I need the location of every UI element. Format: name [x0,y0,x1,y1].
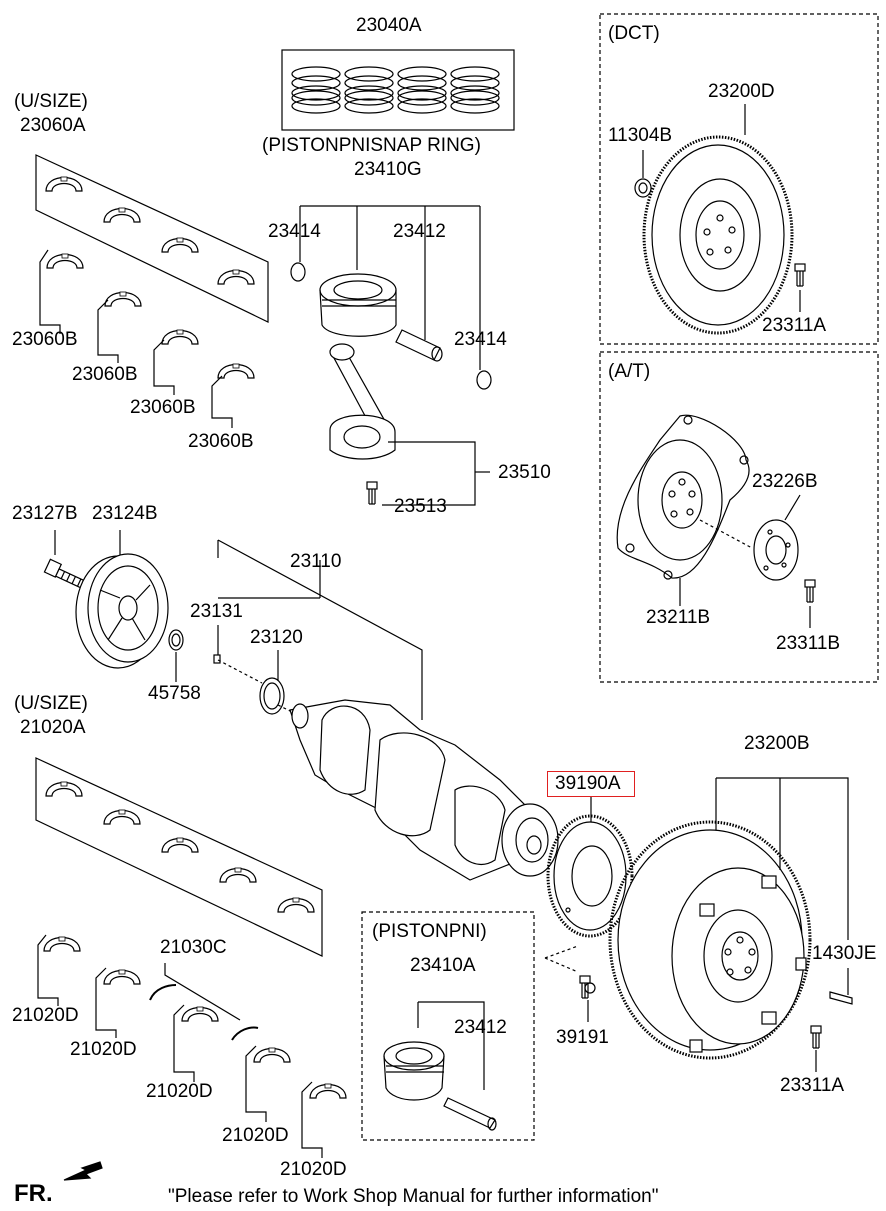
footer-note: "Please refer to Work Shop Manual for fu… [168,1186,659,1207]
part-label: 21020D [70,1039,137,1060]
part-label: (A/T) [608,361,651,382]
at-flexplate-box [599,351,879,683]
part-label: 21030C [160,937,227,958]
part-label: 23510 [498,462,551,483]
part-label: 21020D [12,1005,79,1026]
part-label: (U/SIZE) [14,693,88,714]
part-label: 21020A [20,717,86,738]
part-label: (PISTONPNI) [372,921,487,942]
part-label: 23131 [190,601,243,622]
flywheel-manual [608,777,853,1072]
part-label: 23110 [290,551,342,572]
part-label: 23412 [454,1017,507,1038]
upper-bearings-group [35,154,269,428]
part-label: 23124B [92,503,158,524]
part-label: 23226B [752,471,818,492]
part-label: 23060B [188,431,254,452]
part-label: 23127B [12,503,78,524]
part-label: 23311A [780,1075,845,1096]
part-label: (PISTONPNISNAP RING) [262,135,481,156]
damper-pulley [43,530,184,682]
part-label: (DCT) [608,23,660,44]
piston-assembly-top [290,205,492,506]
part-label: 23410G [354,159,422,180]
part-label: 23412 [393,221,446,242]
part-label: 23060B [12,329,78,350]
part-label: 23311B [776,633,841,654]
lower-bearings-group [35,757,347,1158]
dct-flywheel-box [599,13,879,345]
part-label: 23513 [394,496,447,517]
part-label: 23060B [130,397,196,418]
piston-ring-set [281,49,515,131]
part-label: 23200B [744,733,810,754]
part-label: 23211B [646,607,711,628]
part-label: 23311A [762,315,827,336]
part-label: 23040A [356,15,422,36]
part-label: 23060A [20,115,86,136]
part-label: 39191 [556,1027,609,1048]
front-direction-label: FR. [14,1180,53,1207]
crankshaft [213,539,559,881]
part-label-highlighted[interactable]: 39190A [555,773,621,794]
part-label: 21020D [280,1159,347,1180]
part-label: 23120 [250,627,303,648]
part-label: 21020D [222,1125,289,1146]
part-label: 23200D [708,81,775,102]
front-arrow-icon [63,1161,103,1181]
highlight-box [547,771,635,797]
part-label: 23414 [454,329,507,350]
pistonpni-box [361,911,535,1141]
part-label: 21020D [146,1081,213,1102]
ring-gear [544,797,634,1022]
part-label: 23410A [410,955,476,976]
part-label: 23414 [268,221,321,242]
part-label: 11304B [608,125,673,146]
part-label: 23060B [72,364,138,385]
part-label: 45758 [148,683,201,704]
part-label: (U/SIZE) [14,91,88,112]
part-label: 1430JE [812,943,877,964]
